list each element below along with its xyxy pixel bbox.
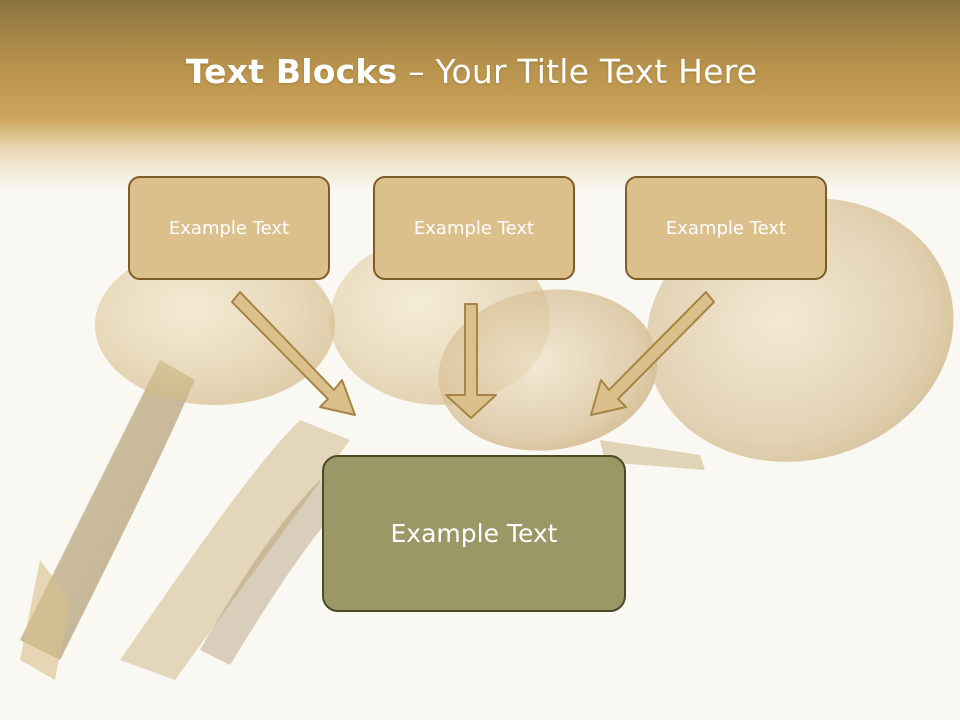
- text-block-1[interactable]: Example Text: [128, 176, 330, 280]
- text-block-3[interactable]: Example Text: [625, 176, 827, 280]
- header-band: [0, 0, 960, 190]
- main-text-block[interactable]: Example Text: [322, 455, 626, 612]
- title-dash: –: [397, 52, 436, 91]
- slide-title: Text Blocks – Your Title Text Here: [0, 52, 943, 91]
- title-regular-part: Your Title Text Here: [435, 52, 758, 91]
- main-text-block-label: Example Text: [390, 519, 558, 548]
- text-block-3-label: Example Text: [665, 217, 787, 239]
- text-block-2[interactable]: Example Text: [373, 176, 575, 280]
- text-block-2-label: Example Text: [413, 217, 535, 239]
- title-bold-part: Text Blocks: [185, 52, 398, 91]
- text-block-1-label: Example Text: [168, 217, 290, 239]
